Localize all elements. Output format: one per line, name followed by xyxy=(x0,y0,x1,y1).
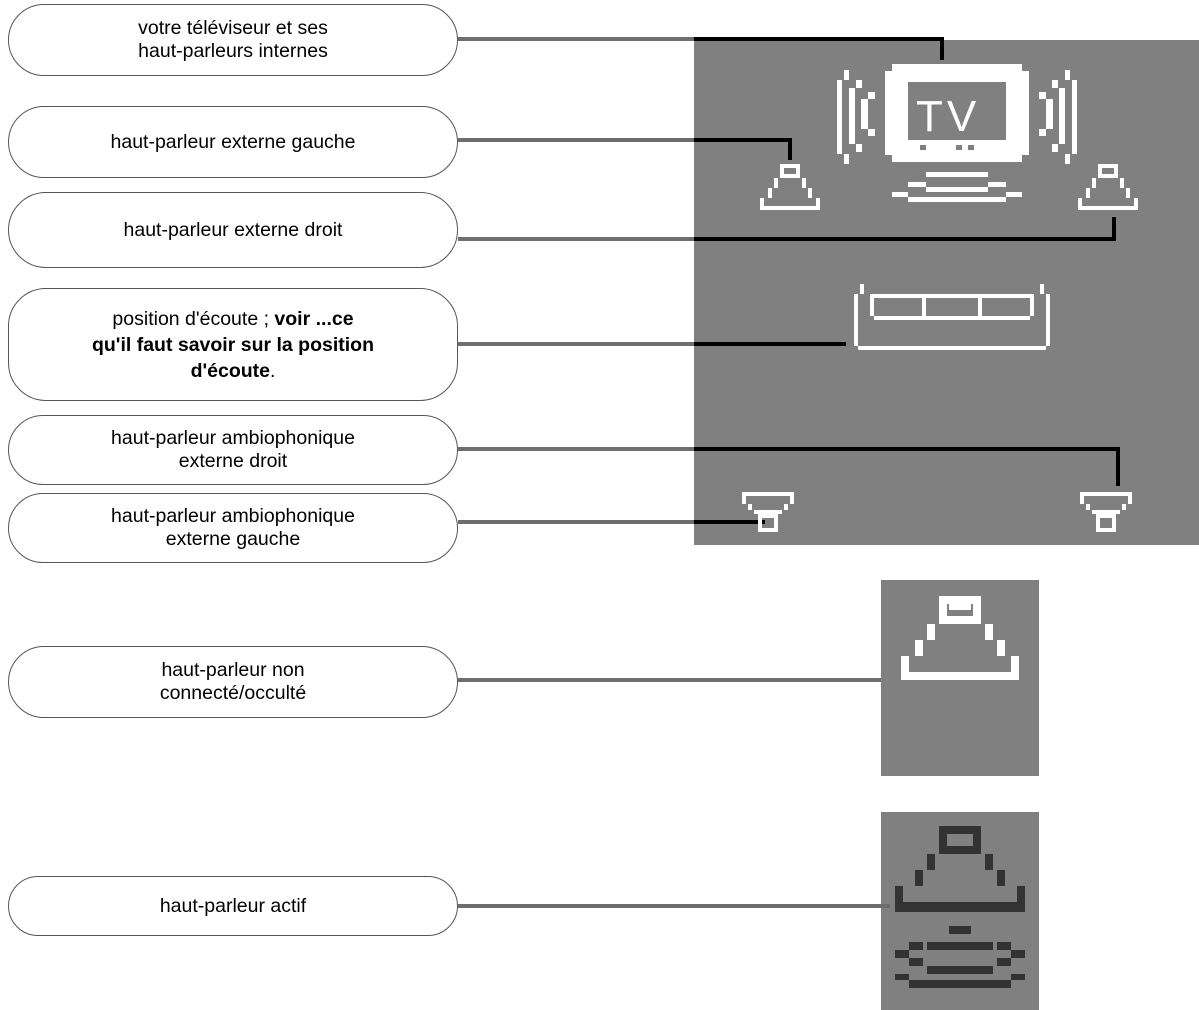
callout-surround-right-line2: externe droit xyxy=(178,450,288,472)
tv-icon-label: TV xyxy=(916,92,980,141)
left-speaker-icon xyxy=(760,164,820,210)
callout-not-connected-line2: connecté/occulté xyxy=(159,682,307,704)
tv-icon: TV xyxy=(885,64,1029,162)
room-icons: TV xyxy=(742,64,1138,532)
not-connected-speaker-icon xyxy=(901,596,1019,680)
connector-right-speaker xyxy=(458,217,1116,241)
callout-listening-position: position d'écoute ; voir ...ce qu'il fau… xyxy=(8,288,458,401)
connector-left-speaker xyxy=(458,138,792,160)
callout-right-speaker: haut-parleur externe droit xyxy=(8,192,458,268)
callout-surround-left: haut-parleur ambiophonique externe gauch… xyxy=(8,493,458,563)
callout-active-text: haut-parleur actif xyxy=(159,894,307,917)
surround-right-speaker-icon xyxy=(1080,492,1132,532)
listening-position-text: position d'écoute ; xyxy=(112,307,275,330)
callout-right-speaker-text: haut-parleur externe droit xyxy=(123,218,343,241)
listening-position-period: . xyxy=(269,359,276,382)
listening-position-link-end[interactable]: d'écoute xyxy=(190,359,270,382)
callout-surround-right: haut-parleur ambiophonique externe droit xyxy=(8,415,458,485)
tv-sound-waves-left-icon xyxy=(837,70,875,164)
callout-not-connected: haut-parleur non connecté/occulté xyxy=(8,646,458,718)
connector-tv xyxy=(458,37,944,60)
callout-surround-right-line1: haut-parleur ambiophonique xyxy=(111,427,355,449)
callout-left-speaker-text: haut-parleur externe gauche xyxy=(110,130,356,153)
active-speaker-icon xyxy=(895,826,1025,988)
tv-sound-waves-right-icon xyxy=(1039,70,1077,164)
callout-surround-left-line1: haut-parleur ambiophonique xyxy=(111,505,355,527)
listening-position-link[interactable]: voir ...ce xyxy=(274,307,354,330)
right-speaker-icon xyxy=(1078,164,1138,210)
connector-surround-right xyxy=(458,447,1120,486)
tv-sound-waves-bottom-icon xyxy=(892,172,1022,202)
callout-left-speaker: haut-parleur externe gauche xyxy=(8,106,458,178)
sofa-icon xyxy=(854,284,1050,350)
callout-not-connected-line1: haut-parleur non xyxy=(161,659,305,681)
callout-tv: votre téléviseur et ses haut-parleurs in… xyxy=(8,4,458,76)
callout-tv-line2: haut-parleurs internes xyxy=(138,40,328,62)
callout-tv-line1: votre téléviseur et ses xyxy=(138,17,328,39)
callout-active: haut-parleur actif xyxy=(8,876,458,936)
listening-position-link-cont[interactable]: qu'il faut savoir sur la position xyxy=(91,333,374,356)
surround-left-speaker-icon xyxy=(742,492,794,532)
callout-surround-left-line2: externe gauche xyxy=(165,528,301,550)
